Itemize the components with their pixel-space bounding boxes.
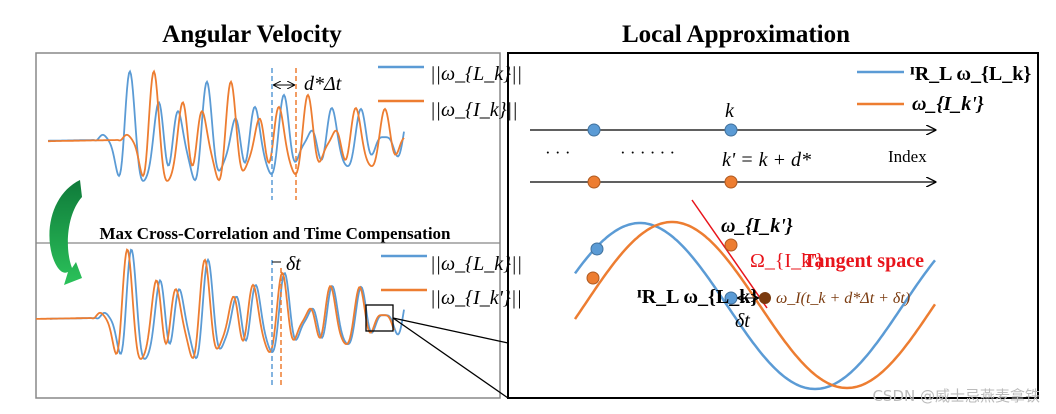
bottom-legend-orange-label: ||ω_{I_k'}|| — [430, 287, 522, 309]
right-legend-blue-label: ᴵR_L ω_{L_k} — [910, 63, 1031, 85]
right-legend-orange-label: ω_{I_k'} — [912, 93, 984, 115]
top-offset-label: d*Δt — [304, 73, 342, 95]
tangent-line — [691, 199, 768, 309]
index-axis-label: Index — [888, 147, 927, 166]
lidar-point-label: ᴵR_L ω_{L_k} — [637, 286, 758, 308]
lidar-local-curve — [573, 221, 936, 391]
top-imu-wave — [48, 69, 405, 182]
bottom-offset-label: δt — [286, 253, 301, 275]
left-title: Angular Velocity — [162, 21, 342, 48]
middle-caption: Max Cross-Correlation and Time Compensat… — [99, 224, 451, 243]
right-frame — [507, 52, 1039, 399]
lidar-index-dot-k — [724, 123, 738, 137]
imu-index-dot-kprime — [724, 175, 738, 189]
lidar-index-dot — [587, 123, 601, 137]
ellipsis-short: · · · — [545, 143, 570, 162]
index-label-kprime: k' = k + d* — [722, 149, 811, 171]
imu-curve-dot — [586, 271, 600, 285]
green-curved-arrow-icon — [49, 180, 82, 285]
lidar-curve-dot — [590, 242, 604, 256]
ellipsis-long: · · · · · · — [620, 143, 675, 162]
index-label-k: k — [725, 100, 735, 122]
zoom-line-upper — [392, 317, 509, 344]
watermark: CSDN @威士忌燕麦拿铁 — [872, 387, 1040, 405]
bottom-legend-blue-label: ||ω_{L_k}|| — [430, 253, 522, 275]
bottom-imu-wave — [36, 248, 395, 361]
left-frame — [35, 52, 501, 399]
delta-label: δt — [735, 310, 750, 332]
top-legend-orange-label: ||ω_{I_k}|| — [430, 99, 518, 121]
bottom-lidar-wave — [50, 248, 405, 360]
interpolated-imu-dot — [759, 292, 771, 304]
tangent-space-label: Tangent space — [803, 250, 924, 272]
imu-index-dot — [587, 175, 601, 189]
zoom-line-lower — [392, 317, 509, 399]
right-title: Local Approximation — [622, 21, 850, 48]
imu-point-label: ω_{I_k'} — [721, 215, 793, 237]
top-lidar-wave — [48, 69, 405, 182]
imu-curve-dot-kprime — [724, 238, 738, 252]
tangent-symbol: Ω_{I_k'} — [750, 250, 824, 272]
interpolated-label: ω_I(t_k + d*Δt + δt) — [776, 290, 910, 307]
top-legend-blue-label: ||ω_{L_k}|| — [430, 63, 522, 85]
